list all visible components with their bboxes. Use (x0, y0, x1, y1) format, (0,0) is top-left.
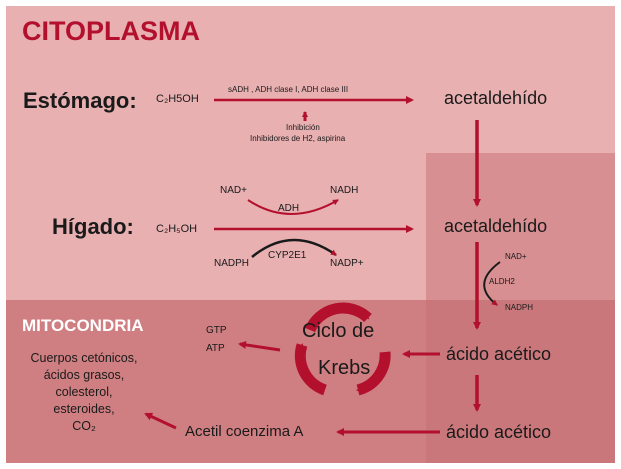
stomach-label: Estómago: (23, 88, 137, 113)
gtp-label: GTP (206, 325, 227, 336)
aldh-nadph: NADPH (505, 303, 534, 312)
inhibition-label: Inhibición (286, 123, 320, 132)
cyp2e1-curve (251, 238, 337, 258)
stomach-enzymes: sADH , ADH clase I, ADH clase III (228, 85, 349, 94)
liver-nadp-out: NADP+ (330, 258, 364, 269)
inhibitors-label: Inhibidores de H2, aspirina (250, 134, 346, 143)
acetyl-coa-label: Acetil coenzima A (185, 423, 304, 440)
aldh-nad: NAD+ (505, 252, 527, 261)
derivative-item: CO₂ (72, 419, 96, 433)
to-atp-arrow (238, 340, 281, 352)
liver-nadh-out: NADH (330, 185, 359, 196)
cytoplasm-title: CITOPLASMA (22, 16, 201, 46)
atp-label: ATP (206, 343, 225, 354)
liver-enzyme-cyp2e1: CYP2E1 (268, 250, 307, 261)
krebs-cycle-icon (294, 302, 391, 396)
liver-nad-in: NAD+ (220, 185, 247, 196)
liver-enzyme-adh: ADH (278, 203, 300, 214)
derivatives-list: Cuerpos cetónicos, ácidos grasos, colest… (14, 350, 154, 435)
mitochondria-right-region (426, 300, 615, 463)
liver-substrate: C₂H₅OH (156, 223, 198, 235)
acetic-acid-1: ácido acético (446, 344, 552, 364)
stomach-product: acetaldehído (444, 88, 548, 108)
krebs-label-line1: Ciclo de (302, 320, 375, 342)
derivative-item: esteroides, (53, 402, 115, 416)
liver-product: acetaldehído (444, 216, 548, 236)
cytoplasm-right-region (426, 153, 615, 300)
adh-curve (247, 199, 339, 215)
aldh-curve (483, 261, 501, 306)
liver-nadph-in: NADPH (214, 258, 250, 269)
krebs-label-line2: Krebs (318, 357, 371, 379)
derivative-item: Cuerpos cetónicos, (30, 351, 138, 365)
acetic-acid-2: ácido acético (446, 422, 552, 442)
mitochondria-title: MITOCONDRIA (22, 316, 144, 335)
derivative-item: colesterol, (55, 385, 113, 399)
stomach-substrate: C₂H5OH (156, 93, 199, 105)
aldh-enzyme: ALDH2 (489, 277, 515, 286)
liver-label: Hígado: (52, 214, 134, 239)
to-derivatives-arrow (144, 412, 177, 430)
derivative-item: ácidos grasos, (43, 368, 125, 382)
